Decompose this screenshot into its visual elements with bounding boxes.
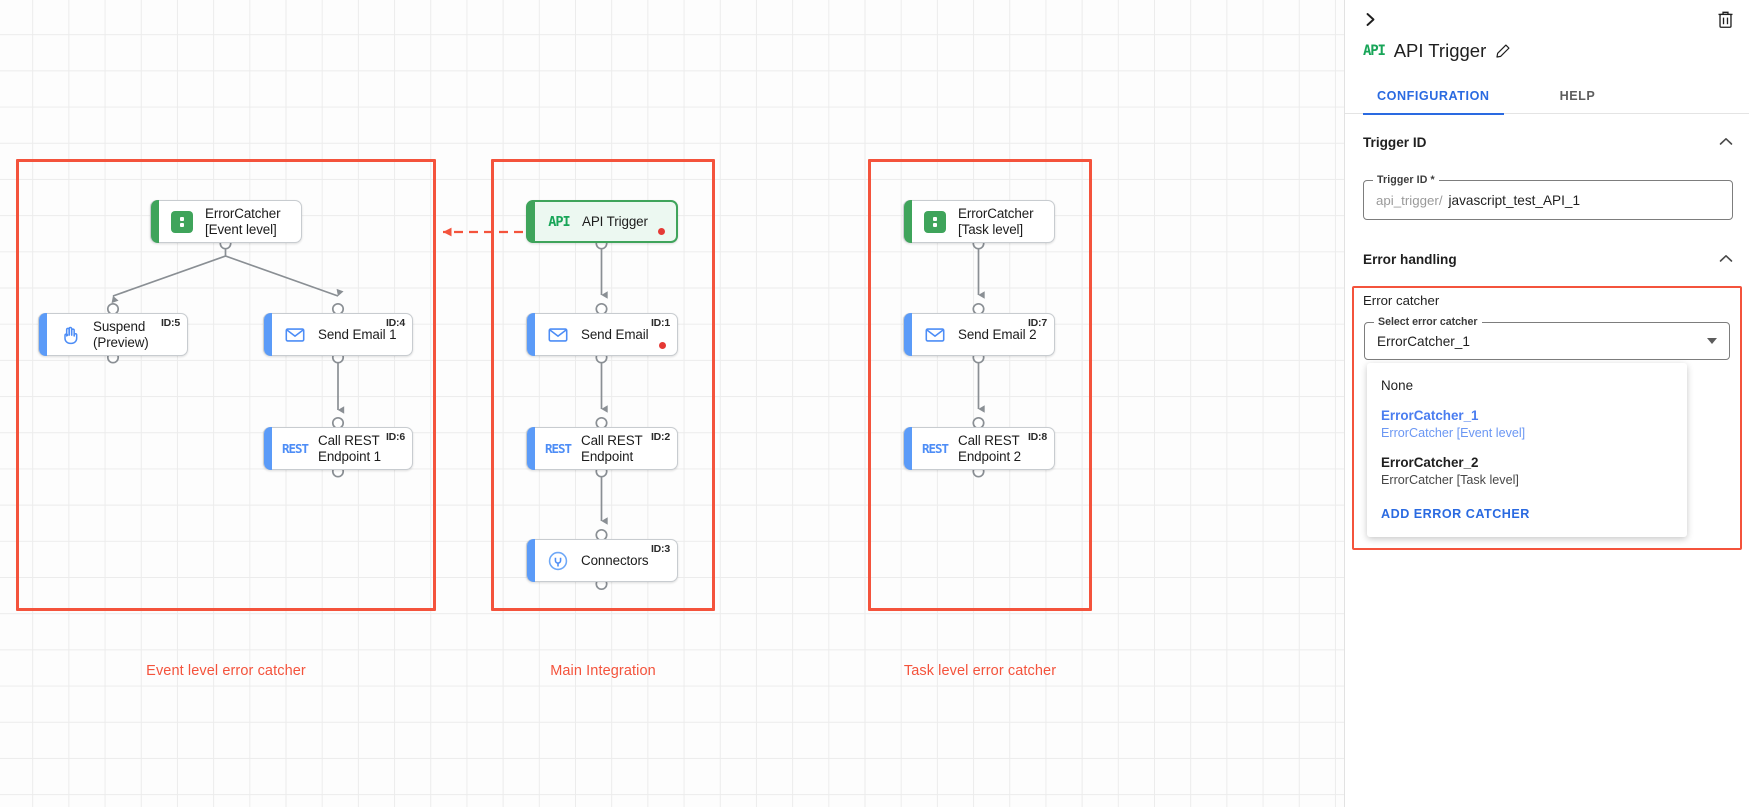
- group-label-main-integration: Main Integration: [550, 663, 656, 679]
- properties-panel: API API Trigger CONFIGURATION HELP Trigg…: [1344, 0, 1749, 807]
- envelope-icon: [282, 322, 308, 348]
- node-label: Suspend (Preview): [93, 318, 149, 350]
- node-label: ErrorCatcher [Task level]: [958, 205, 1034, 237]
- pencil-icon[interactable]: [1495, 43, 1511, 59]
- envelope-icon: [545, 322, 571, 348]
- node-connectors[interactable]: Connectors ID:3: [526, 539, 678, 582]
- error-catcher-dropdown[interactable]: None ErrorCatcher_1 ErrorCatcher [Event …: [1367, 363, 1687, 538]
- node-id: ID:2: [650, 431, 670, 443]
- error-catcher-highlight-box: [1352, 286, 1742, 550]
- node-call-rest-endpoint[interactable]: REST Call REST Endpoint ID:2: [526, 427, 678, 470]
- node-label: Send Email: [581, 326, 649, 342]
- node-label: Call REST Endpoint 1: [318, 432, 382, 464]
- select-error-catcher-value: ErrorCatcher_1: [1377, 333, 1470, 349]
- error-catcher-icon: [169, 209, 195, 235]
- section-header-trigger-id[interactable]: Trigger ID: [1363, 135, 1733, 150]
- node-label: Send Email 1: [318, 326, 397, 342]
- flow-canvas[interactable]: Event level error catcher Main Integrati…: [0, 0, 1344, 807]
- node-label: Call REST Endpoint 2: [958, 432, 1022, 464]
- dropdown-option-errorcatcher-2[interactable]: ErrorCatcher_2 ErrorCatcher [Task level]: [1367, 448, 1687, 495]
- trigger-id-value[interactable]: javascript_test_API_1: [1448, 192, 1581, 208]
- node-errorcatcher-event-level[interactable]: ErrorCatcher [Event level]: [150, 200, 302, 243]
- dropdown-option-errorcatcher-1[interactable]: ErrorCatcher_1 ErrorCatcher [Event level…: [1367, 401, 1687, 448]
- hand-icon: [57, 322, 83, 348]
- node-label: Send Email 2: [958, 326, 1037, 342]
- option-primary-label: ErrorCatcher_2: [1381, 455, 1479, 471]
- select-error-catcher[interactable]: Select error catcher ErrorCatcher_1: [1364, 316, 1730, 360]
- chevron-up-icon[interactable]: [1719, 137, 1733, 149]
- chevron-down-icon[interactable]: [1707, 338, 1717, 344]
- trigger-id-prefix: api_trigger/: [1376, 192, 1443, 208]
- node-call-rest-endpoint-1[interactable]: REST Call REST Endpoint 1 ID:6: [263, 427, 413, 470]
- api-icon: API: [1363, 43, 1386, 59]
- trigger-id-field-label: Trigger ID *: [1373, 174, 1439, 186]
- node-id: ID:1: [650, 317, 670, 329]
- node-accent-bar: [264, 313, 272, 356]
- group-label-task-level: Task level error catcher: [903, 663, 1057, 679]
- tab-help[interactable]: HELP: [1559, 89, 1596, 103]
- node-label: API Trigger: [582, 213, 648, 229]
- node-errorcatcher-task-level[interactable]: ErrorCatcher [Task level]: [903, 200, 1055, 243]
- node-accent-bar: [527, 313, 535, 356]
- node-label: ErrorCatcher [Event level]: [205, 205, 281, 237]
- node-id: ID:7: [1027, 317, 1047, 329]
- node-id: ID:8: [1027, 431, 1047, 443]
- dropdown-option-none[interactable]: None: [1367, 371, 1687, 401]
- error-catcher-label: Error catcher: [1363, 293, 1440, 308]
- rest-icon: REST: [544, 441, 572, 456]
- add-error-catcher-button[interactable]: ADD ERROR CATCHER: [1381, 507, 1530, 522]
- status-dot: [658, 228, 665, 235]
- status-dot: [659, 342, 666, 349]
- node-accent-bar: [264, 427, 272, 470]
- node-accent-bar: [527, 427, 535, 470]
- group-box-event-level[interactable]: [16, 159, 436, 611]
- connectors-icon: [545, 548, 571, 574]
- node-label: Call REST Endpoint: [581, 432, 643, 464]
- tab-configuration[interactable]: CONFIGURATION: [1363, 78, 1504, 115]
- chevron-up-icon[interactable]: [1719, 254, 1733, 266]
- panel-toolbar: [1345, 0, 1749, 36]
- option-secondary-label: ErrorCatcher [Event level]: [1381, 426, 1526, 441]
- option-primary-label: None: [1381, 378, 1414, 393]
- rest-icon: REST: [281, 441, 309, 456]
- node-send-email-2[interactable]: Send Email 2 ID:7: [903, 313, 1055, 356]
- trigger-id-field[interactable]: Trigger ID * api_trigger/ javascript_tes…: [1363, 174, 1733, 220]
- section-title: Trigger ID: [1363, 135, 1427, 150]
- panel-tabs: CONFIGURATION HELP: [1345, 78, 1749, 115]
- section-title: Error handling: [1363, 252, 1457, 267]
- node-accent-bar: [527, 539, 535, 582]
- node-id: ID:3: [650, 543, 670, 555]
- node-label: Connectors: [581, 552, 649, 568]
- node-send-email-1[interactable]: Send Email 1 ID:4: [263, 313, 413, 356]
- api-icon: API: [548, 213, 570, 230]
- node-accent-bar: [527, 200, 535, 243]
- node-accent-bar: [39, 313, 47, 356]
- rest-icon: REST: [921, 441, 949, 456]
- node-id: ID:6: [385, 431, 405, 443]
- option-primary-label: ErrorCatcher_1: [1381, 408, 1479, 424]
- node-call-rest-endpoint-2[interactable]: REST Call REST Endpoint 2 ID:8: [903, 427, 1055, 470]
- node-accent-bar: [151, 200, 159, 243]
- section-header-error-handling[interactable]: Error handling: [1363, 252, 1733, 267]
- group-label-event-level: Event level error catcher: [146, 663, 306, 679]
- chevron-right-icon[interactable]: [1357, 6, 1383, 32]
- envelope-icon: [922, 322, 948, 348]
- node-send-email[interactable]: Send Email ID:1: [526, 313, 678, 356]
- node-api-trigger[interactable]: API API Trigger: [526, 200, 678, 243]
- trash-icon[interactable]: [1713, 7, 1737, 31]
- node-accent-bar: [904, 427, 912, 470]
- group-box-main-integration[interactable]: [491, 159, 715, 611]
- node-id: ID:4: [385, 317, 405, 329]
- node-id: ID:5: [160, 317, 180, 329]
- node-accent-bar: [904, 200, 912, 243]
- error-catcher-icon: [922, 209, 948, 235]
- select-error-catcher-label: Select error catcher: [1374, 316, 1482, 328]
- page-title: API Trigger: [1393, 40, 1487, 61]
- panel-title-row: API API Trigger: [1363, 40, 1511, 62]
- node-accent-bar: [904, 313, 912, 356]
- option-secondary-label: ErrorCatcher [Task level]: [1381, 473, 1519, 488]
- node-suspend[interactable]: Suspend (Preview) ID:5: [38, 313, 188, 356]
- group-box-task-level[interactable]: [868, 159, 1092, 611]
